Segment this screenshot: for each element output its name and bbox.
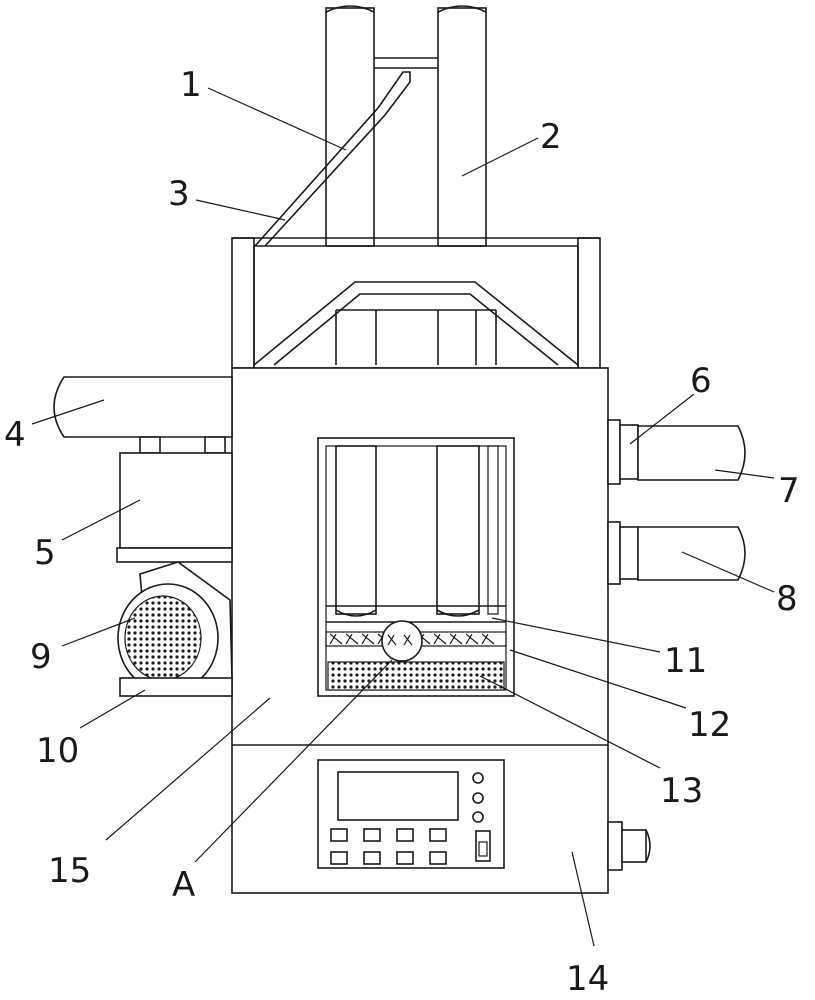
vertical-pipe-2: [438, 6, 486, 246]
outlet-pipe-8: [608, 522, 745, 584]
viewing-window: [318, 438, 514, 696]
callout-A: A: [172, 865, 195, 905]
motor-unit-5: [117, 437, 232, 562]
control-panel-14: [318, 760, 504, 868]
base-plate-10: [120, 678, 232, 696]
callout-5: 5: [34, 533, 56, 573]
callout-6: 6: [690, 361, 712, 401]
side-knob: [608, 822, 650, 870]
inlet-pipe-4: [54, 377, 232, 437]
pipe-crossbar: [374, 58, 438, 68]
callout-7: 7: [778, 471, 800, 511]
detail-circle-A: [382, 621, 422, 661]
callout-3: 3: [168, 174, 190, 214]
outlet-connector-6: [608, 420, 638, 484]
upper-frame: [232, 238, 600, 368]
callout-10: 10: [36, 731, 79, 771]
callout-15: 15: [48, 851, 91, 891]
callout-8: 8: [776, 579, 798, 619]
callout-1: 1: [180, 65, 202, 105]
fan-cover-9: [118, 562, 232, 692]
callout-14: 14: [566, 959, 609, 999]
filter-screen-13: [328, 662, 504, 690]
callout-4: 4: [4, 415, 26, 455]
callout-13: 13: [660, 771, 703, 811]
callout-9: 9: [30, 637, 52, 677]
callout-2: 2: [540, 117, 562, 157]
callout-11: 11: [664, 641, 707, 681]
vertical-pipe-1: [326, 6, 374, 246]
callout-12: 12: [688, 705, 731, 745]
